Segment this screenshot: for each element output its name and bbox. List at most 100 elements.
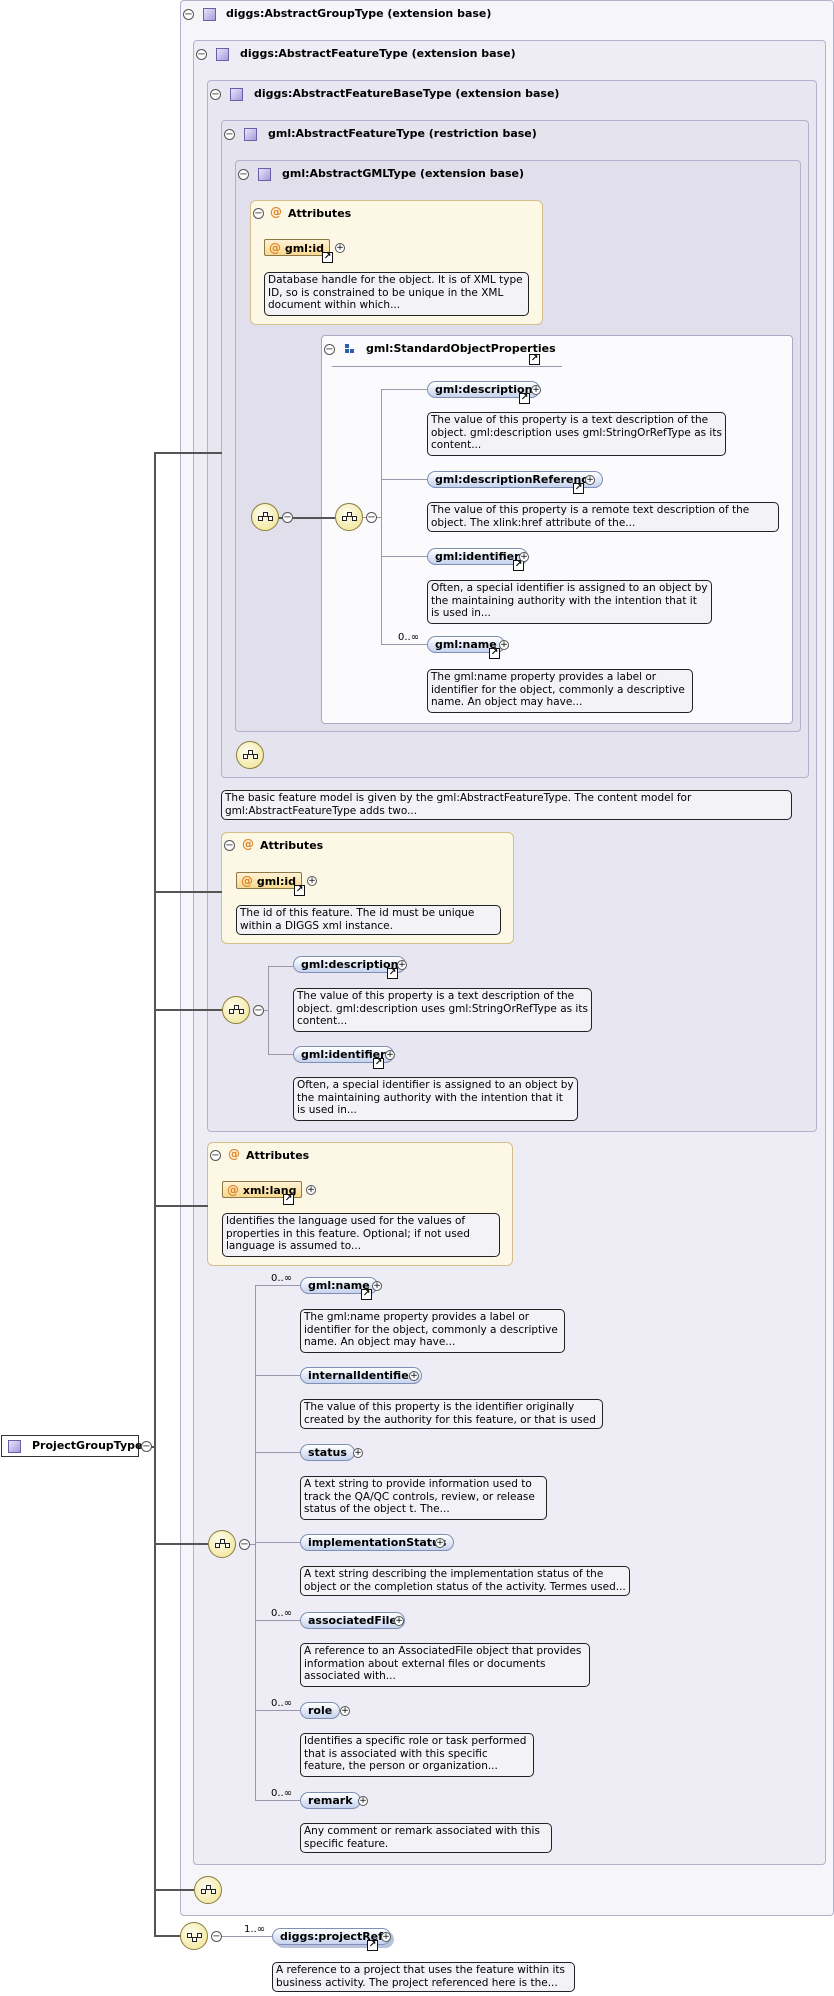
connector [154,1889,194,1891]
feature-doc: The basic feature model is given by the … [221,790,792,820]
sequence-compositor[interactable] [194,1876,222,1904]
project-ref-element[interactable]: diggs:projectRef [272,1928,391,1945]
expand-icon[interactable]: + [307,876,317,886]
link-icon[interactable]: ↗ [373,1058,384,1069]
link-icon[interactable]: ↗ [387,968,398,979]
connector [381,479,427,480]
collapse-attributes-icon[interactable]: − [253,208,264,219]
link-icon[interactable]: ↗ [361,1289,372,1300]
element-doc: The value of this property is the identi… [300,1399,603,1429]
occurrence-label: 0..∞ [398,632,420,643]
underline [332,366,562,367]
expand-icon[interactable]: + [499,640,509,650]
collapse-abstract-feature-base-icon[interactable]: − [210,89,221,100]
expand-icon[interactable]: + [353,1448,363,1458]
element-node[interactable]: gml:descriptionReference [427,471,604,488]
link-icon[interactable]: ↗ [573,483,584,494]
element-node[interactable]: implementationStatus [300,1534,455,1551]
element-label: role [308,1704,333,1717]
element-node[interactable]: role [300,1702,341,1719]
project-ref-doc: A reference to a project that uses the f… [272,1962,575,1992]
connector [255,1710,300,1711]
element-node[interactable]: gml:identifier [427,548,528,565]
expand-icon[interactable]: + [435,1538,445,1548]
element-label: gml:identifier [301,1048,386,1061]
project-ref-label: diggs:projectRef [280,1930,383,1943]
complex-type-icon [8,1440,21,1453]
occurrence-label: 0..∞ [271,1273,293,1284]
collapse-sequence-icon[interactable]: − [239,1539,250,1550]
collapse-root-icon[interactable]: − [141,1441,152,1452]
element-label: status [308,1446,347,1459]
connector [154,1935,181,1937]
feature-id-label: gml:id [256,875,296,888]
project-group-type-root[interactable]: ProjectGroupType [1,1435,142,1457]
expand-icon[interactable]: + [394,1616,404,1626]
occurrence-label: 0..∞ [271,1608,293,1619]
element-label: gml:descriptionReference [435,473,596,486]
element-doc: The value of this property is a text des… [427,412,726,456]
expand-icon[interactable]: + [409,1371,419,1381]
collapse-sequence-icon[interactable]: − [366,512,377,523]
element-node[interactable]: gml:name [427,636,505,653]
expand-icon[interactable]: + [585,475,595,485]
element-node[interactable]: internalIdentifier [300,1367,423,1384]
collapse-attributes-icon[interactable]: − [210,1150,221,1161]
collapse-abstract-group-icon[interactable]: − [183,9,194,20]
link-icon[interactable]: ↗ [283,1194,294,1205]
connector [381,389,382,644]
element-node[interactable]: gml:description [427,381,541,398]
element-node[interactable]: gml:description [293,956,407,973]
connector [255,1375,300,1376]
sequence-compositor[interactable] [222,996,250,1024]
connector [154,1543,208,1545]
collapse-sequence-icon[interactable]: − [282,512,293,523]
link-icon[interactable]: ↗ [489,648,500,659]
sequence-compositor[interactable] [208,1530,236,1558]
element-node[interactable]: gml:identifier [293,1046,394,1063]
collapse-gml-abstract-feature-icon[interactable]: − [224,129,235,140]
link-icon[interactable]: ↗ [513,560,524,571]
complex-type-icon [244,128,257,141]
connector [381,644,427,645]
link-icon[interactable]: ↗ [367,1940,378,1951]
sequence-compositor[interactable] [236,741,264,769]
collapse-group-icon[interactable]: − [324,344,335,355]
expand-icon[interactable]: + [335,243,345,253]
element-doc: The gml:name property provides a label o… [300,1309,565,1353]
element-node[interactable]: status [300,1444,355,1461]
expand-icon[interactable]: + [385,1050,395,1060]
sequence-compositor[interactable] [180,1922,208,1950]
connector [222,1936,272,1937]
sequence-compositor[interactable] [251,503,279,531]
collapse-abstract-feature-icon[interactable]: − [196,49,207,60]
expand-icon[interactable]: + [372,1281,382,1291]
gml-id-attribute[interactable]: @ gml:id [264,239,330,256]
link-icon[interactable]: ↗ [529,354,540,365]
expand-icon[interactable]: + [358,1796,368,1806]
expand-icon[interactable]: + [519,552,529,562]
sequence-compositor[interactable] [335,503,363,531]
expand-icon[interactable]: + [306,1185,316,1195]
link-icon[interactable]: ↗ [294,885,305,896]
attribute-icon: @ [270,205,282,219]
collapse-sequence-icon[interactable]: − [211,1931,222,1942]
expand-icon[interactable]: + [397,960,407,970]
expand-icon[interactable]: + [340,1706,350,1716]
collapse-attributes-icon[interactable]: − [224,840,235,851]
connector [381,389,427,390]
collapse-sequence-icon[interactable]: − [253,1005,264,1016]
connector [154,452,222,454]
feature-id-attribute[interactable]: @ gml:id [236,872,302,889]
expand-icon[interactable]: + [531,385,541,395]
xml-lang-attribute[interactable]: @ xml:lang [222,1181,303,1198]
connector [268,966,293,967]
connector [255,1800,300,1801]
expand-icon[interactable]: + [381,1932,391,1942]
element-node[interactable]: remark [300,1792,361,1809]
link-icon[interactable]: ↗ [322,252,333,263]
link-icon[interactable]: ↗ [519,393,530,404]
element-node[interactable]: associatedFile [300,1612,405,1629]
element-node[interactable]: gml:name [300,1277,378,1294]
collapse-gml-abstract-gml-icon[interactable]: − [238,169,249,180]
